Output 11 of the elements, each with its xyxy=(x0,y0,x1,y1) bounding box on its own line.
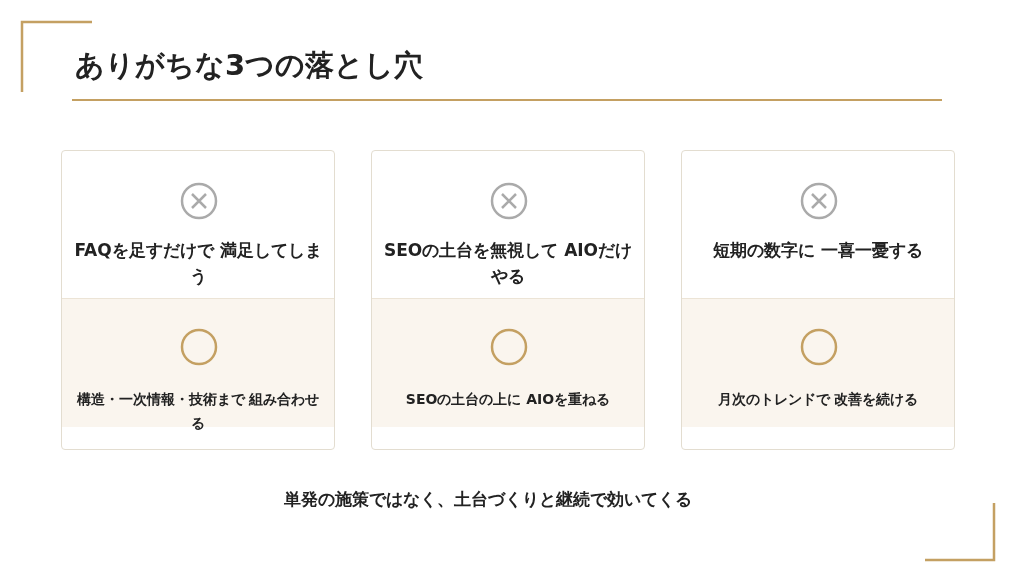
summary-text: 単発の施策ではなく、土台づくりと継続で効いてくる xyxy=(283,488,693,511)
problem-text: SEOの土台を無視して AIOだけやる xyxy=(382,239,634,288)
title: ありがちな3つの落とし穴 xyxy=(75,47,424,84)
solution-text: SEOの土台の上に AIOを重ねる xyxy=(404,390,612,409)
solution-text: 月次のトレンドで 改善を続ける xyxy=(716,390,920,409)
card xyxy=(61,150,335,450)
card xyxy=(681,150,955,450)
solution-text: 構造・一次情報・技術まで 組み合わせる xyxy=(75,390,321,433)
card xyxy=(371,150,645,450)
problem-text: 短期の数字に 一喜一憂する xyxy=(712,239,924,262)
problem-text: FAQを足すだけで 満足してしまう xyxy=(73,239,323,288)
